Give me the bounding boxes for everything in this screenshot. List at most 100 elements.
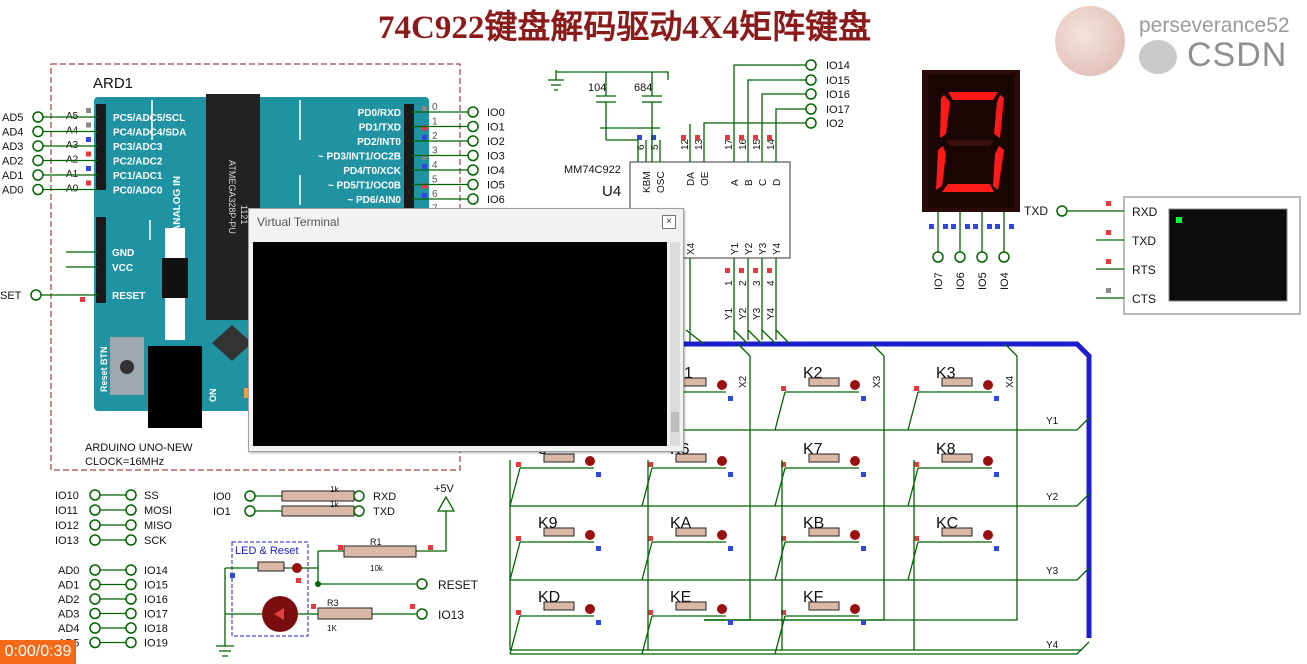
encoder-pin-number: 15 — [752, 138, 763, 150]
capacitors[interactable] — [548, 70, 669, 162]
encoder-part: MM74C922 — [564, 164, 621, 176]
terminal-node — [244, 505, 256, 517]
keypad-key[interactable]: KC — [907, 515, 999, 581]
wire — [510, 641, 1090, 655]
keypad-key[interactable]: K2 — [774, 365, 866, 431]
arduino-pin-number: 4 — [432, 160, 438, 171]
terminal-node[interactable] — [32, 183, 44, 196]
key-cap — [941, 527, 973, 537]
terminal-node[interactable] — [32, 140, 44, 152]
pin-red — [914, 386, 919, 391]
keypad-key[interactable]: KF — [774, 589, 866, 655]
key-cap — [808, 453, 840, 463]
encoder-pin-label: DA — [686, 172, 697, 186]
pin-red — [725, 135, 730, 140]
txd-net-label: TXD — [1024, 204, 1048, 218]
terminal-node[interactable] — [467, 193, 479, 205]
resistor-r3[interactable] — [317, 607, 373, 620]
terminal-node[interactable] — [998, 251, 1010, 263]
encoder-pin-label: OE — [700, 171, 711, 186]
r1-ref: R1 — [370, 537, 382, 547]
terminal-pin-label: CTS — [1132, 292, 1156, 306]
spi-left-label: IO11 — [55, 505, 78, 517]
keypad-key[interactable]: KE — [641, 589, 733, 655]
terminal-node[interactable] — [467, 164, 479, 176]
key-knob — [850, 456, 860, 466]
keypad-row-net: Y4 — [1046, 640, 1059, 651]
keypad-key[interactable]: K9 — [509, 515, 601, 581]
terminal-node[interactable] — [32, 125, 44, 138]
keypad-key[interactable]: K3 — [907, 365, 999, 431]
wire — [641, 541, 653, 581]
key-cap — [675, 453, 707, 463]
pin-red — [422, 125, 427, 131]
terminal-node[interactable] — [32, 111, 44, 123]
arduino-right-header — [404, 104, 414, 214]
terminal-node[interactable] — [467, 178, 479, 191]
led-reset-circuit[interactable] — [216, 550, 432, 657]
io13-terminal[interactable] — [416, 608, 428, 620]
terminal-node[interactable] — [32, 169, 44, 181]
key-knob — [850, 530, 860, 540]
terminal-node[interactable] — [932, 251, 944, 263]
wire — [907, 541, 919, 581]
terminal-node[interactable] — [467, 106, 479, 118]
key-cap — [543, 601, 575, 611]
encoder-net-label: Y1 — [724, 307, 735, 320]
key-knob — [585, 604, 595, 614]
keypad-key[interactable]: KD — [509, 589, 601, 655]
resistor-r1[interactable] — [343, 545, 417, 558]
terminal-node[interactable] — [805, 59, 817, 71]
pin-blue — [943, 224, 948, 229]
keypad-key[interactable]: K7 — [774, 441, 866, 507]
pin-red — [753, 135, 758, 140]
arduino-net-label: IO5 — [487, 180, 505, 192]
terminal-node[interactable] — [1056, 205, 1068, 217]
seven-segment-display[interactable] — [922, 70, 1020, 212]
virtual-terminal-window[interactable]: Virtual Terminal × — [248, 208, 684, 452]
serial-resistor — [281, 490, 355, 502]
terminal-node[interactable] — [32, 154, 44, 167]
terminal-node[interactable] — [805, 117, 817, 129]
encoder-pin-number: 16 — [738, 138, 749, 150]
terminal-screen[interactable] — [253, 242, 667, 446]
terminal-node[interactable] — [467, 135, 479, 147]
terminal-scrollbar[interactable] — [670, 242, 680, 446]
key-knob — [983, 380, 993, 390]
terminal-node[interactable] — [467, 149, 479, 162]
keypad-key[interactable]: K8 — [907, 441, 999, 507]
adc-left-label: AD1 — [58, 580, 79, 592]
cap-684: 684 — [634, 82, 652, 94]
terminal-node[interactable] — [30, 289, 42, 301]
terminal-node — [125, 519, 137, 531]
pin-red — [781, 536, 786, 541]
pin-blue — [965, 224, 970, 229]
svg-text:+5V: +5V — [434, 483, 455, 495]
wire — [510, 493, 1090, 507]
led-reset-frame — [231, 541, 309, 637]
arduino-left-pins: PC5/ADC5/SCLA5AD5PC4/ADC4/SDAA4AD4PC3/AD… — [2, 108, 186, 197]
terminal-node[interactable] — [467, 120, 479, 133]
keypad-key[interactable]: KB — [774, 515, 866, 581]
terminal-node[interactable] — [954, 251, 966, 263]
segment — [940, 95, 950, 138]
close-icon[interactable]: × — [662, 215, 676, 229]
terminal-node[interactable] — [805, 74, 817, 86]
reset-terminal[interactable] — [416, 578, 428, 590]
terminal-node[interactable] — [805, 103, 817, 115]
serial-terminal-device[interactable] — [1123, 196, 1301, 315]
pin-blue — [637, 135, 642, 140]
arduino-clock: CLOCK=16MHz — [85, 456, 164, 468]
terminal-node[interactable] — [976, 251, 988, 263]
terminal-node — [125, 593, 137, 605]
reset-switch[interactable] — [257, 561, 285, 572]
pin-red — [338, 545, 343, 550]
serial-resistor-value: 1k — [330, 485, 339, 494]
keypad-key[interactable]: KA — [641, 515, 733, 581]
encoder-pin-label: OSC — [656, 171, 667, 193]
encoder-pin-label: Y3 — [758, 242, 769, 255]
segment — [936, 146, 946, 190]
terminal-node[interactable] — [805, 88, 817, 100]
adc-right-label: IO15 — [144, 580, 168, 592]
